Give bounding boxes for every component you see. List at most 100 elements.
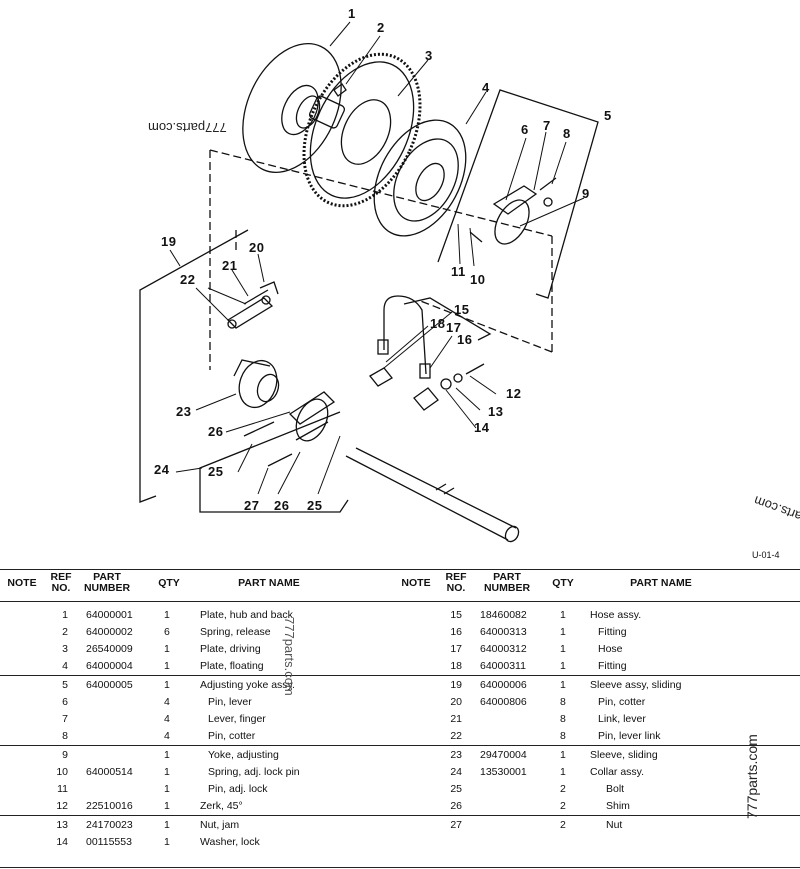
callout-14: 14	[474, 420, 490, 435]
callout-23: 23	[176, 404, 192, 419]
qty: 1	[164, 766, 170, 778]
ref-no: 3	[62, 643, 68, 655]
header-ref-right: REF NO.	[445, 571, 467, 594]
part-name: Zerk, 45°	[200, 800, 243, 812]
table-row: 24 13530001 1 Collar assy.	[0, 764, 800, 780]
part-name: Plate, hub and back	[200, 609, 293, 621]
ref-no: 27	[450, 819, 462, 831]
collar-assy-bracket	[199, 411, 349, 513]
header-name-left: PART NAME	[238, 577, 300, 589]
ref-no: 13	[56, 819, 68, 831]
part-name: Hose	[598, 643, 623, 655]
part-number: 64000006	[480, 679, 527, 691]
part-name: Pin, cotter	[598, 696, 646, 708]
callout-4: 4	[482, 80, 490, 95]
header-ref-left: REF NO.	[50, 571, 72, 594]
hose-assy-drawing	[377, 295, 431, 379]
callout-16: 16	[457, 332, 473, 347]
part-name: Bolt	[606, 783, 625, 795]
ref-no: 12	[56, 800, 68, 812]
part-name: Collar assy.	[590, 766, 645, 778]
part-name: Hose assy.	[590, 609, 642, 621]
sleeve-assy-bracket	[139, 229, 249, 503]
group-rule	[0, 745, 800, 746]
qty: 2	[560, 800, 566, 812]
callout-18: 18	[430, 316, 446, 331]
qty: 4	[164, 713, 170, 725]
ref-no: 24	[450, 766, 462, 778]
hub-back-plate-drawing	[242, 42, 346, 174]
part-name: Link, lever	[598, 713, 646, 725]
header-part-right: PART NUMBER	[483, 571, 531, 594]
ref-no: 23	[450, 749, 462, 761]
callout-26-lower: 26	[274, 498, 290, 513]
qty: 1	[164, 783, 170, 795]
dashed-guide-lines	[209, 149, 553, 370]
ref-no: 20	[450, 696, 462, 708]
part-name: Pin, cotter	[208, 730, 256, 742]
callout-21: 21	[222, 258, 238, 273]
part-name: Sleeve, sliding	[590, 749, 658, 761]
qty: 4	[164, 696, 170, 708]
callout-26-upper: 26	[208, 424, 224, 439]
shaft-drawing	[345, 447, 520, 543]
ref-no: 9	[62, 749, 68, 761]
part-number: 29470004	[480, 749, 527, 761]
ref-no: 1	[62, 609, 68, 621]
ref-no: 21	[450, 713, 462, 725]
ref-no: 7	[62, 713, 68, 725]
part-name: Adjusting yoke assy.	[200, 679, 295, 691]
part-name: Pin, adj. lock	[208, 783, 268, 795]
group-rule	[0, 675, 800, 676]
part-number: 64000806	[480, 696, 527, 708]
part-number: 64000312	[480, 643, 527, 655]
group-rule	[0, 815, 800, 816]
part-name: Plate, floating	[200, 660, 264, 672]
callout-5: 5	[604, 108, 612, 123]
release-spring-drawing	[333, 83, 347, 97]
qty: 1	[164, 800, 170, 812]
ref-no: 26	[450, 800, 462, 812]
callout-7: 7	[543, 118, 551, 133]
qty: 1	[164, 679, 170, 691]
callout-leaders	[169, 21, 585, 495]
qty: 1	[560, 749, 566, 761]
ref-no: 19	[450, 679, 462, 691]
part-number: 64000311	[480, 660, 526, 672]
callout-20: 20	[249, 240, 265, 255]
qty: 8	[560, 730, 566, 742]
callout-15: 15	[454, 302, 470, 317]
header-note-left: NOTE	[7, 577, 37, 589]
callout-9: 9	[582, 186, 590, 201]
callout-25-left: 25	[208, 464, 224, 479]
ref-no: 10	[56, 766, 68, 778]
ref-no: 6	[62, 696, 68, 708]
qty: 1	[164, 643, 170, 655]
callout-27: 27	[244, 498, 260, 513]
ref-no: 18	[450, 660, 462, 672]
lever-links-drawing	[226, 281, 279, 329]
callout-22: 22	[180, 272, 196, 287]
qty: 1	[164, 749, 170, 761]
part-number: 13530001	[480, 766, 527, 778]
header-name-right: PART NAME	[630, 577, 692, 589]
part-number: 64000004	[86, 660, 133, 672]
qty: 6	[164, 626, 170, 638]
header-qty-right: QTY	[552, 577, 574, 589]
table-row: 23 29470004 1 Sleeve, sliding	[0, 747, 800, 763]
qty: 1	[560, 609, 566, 621]
ref-no: 16	[450, 626, 462, 638]
ref-no: 5	[62, 679, 68, 691]
part-name: Fitting	[598, 626, 627, 638]
